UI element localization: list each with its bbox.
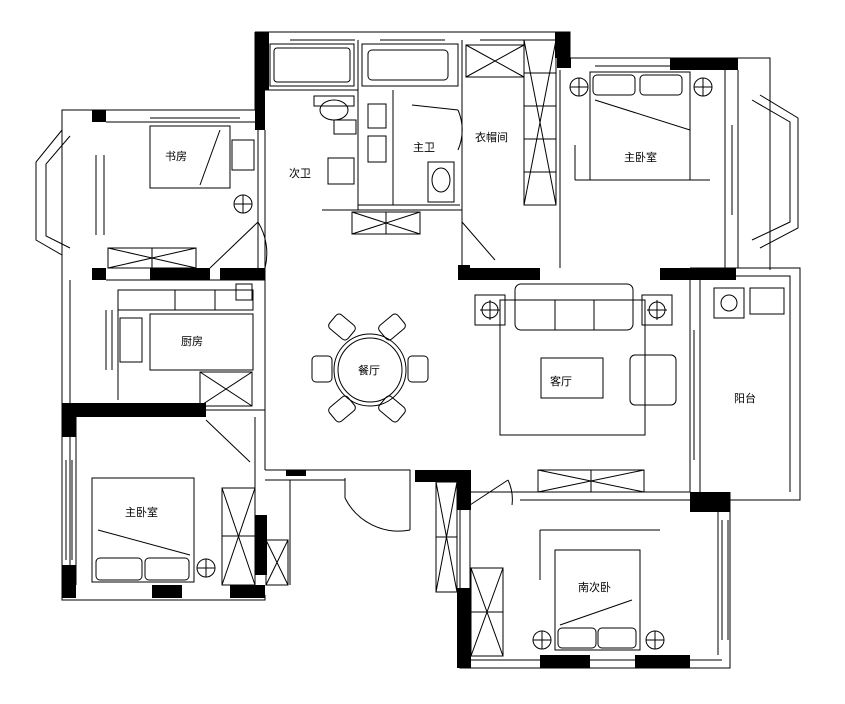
label-balcony: 阳台 bbox=[734, 391, 756, 405]
windows bbox=[65, 31, 733, 640]
lamp-living-left bbox=[474, 294, 506, 326]
lamp-study bbox=[233, 194, 253, 214]
label-study: 书房 bbox=[165, 150, 187, 163]
lamp-master-ne-left bbox=[569, 77, 589, 97]
label-dining: 餐厅 bbox=[358, 363, 380, 377]
lamp-south-left bbox=[532, 630, 552, 650]
room-labels: 书房 次卫 主卫 衣帽间 主卧室 厨房 餐厅 客厅 阳台 主卧室 南次卧 bbox=[125, 130, 756, 594]
doors bbox=[205, 104, 513, 532]
outer-walls bbox=[35, 31, 801, 669]
living-furniture bbox=[499, 283, 785, 436]
lamp-living-right bbox=[641, 294, 673, 326]
bath-fixtures bbox=[269, 43, 459, 203]
kitchen-fixtures bbox=[117, 283, 254, 407]
dining-set bbox=[311, 313, 429, 423]
solid-walls bbox=[62, 32, 738, 668]
beds bbox=[91, 71, 710, 651]
lamp-south-right bbox=[645, 630, 665, 650]
label-master-bedroom-ne: 主卧室 bbox=[624, 150, 657, 164]
interior-partitions bbox=[75, 40, 739, 655]
label-living: 客厅 bbox=[550, 374, 572, 388]
label-kitchen: 厨房 bbox=[181, 335, 203, 348]
label-walk-in-closet: 衣帽间 bbox=[475, 130, 508, 144]
lamp-sw bbox=[196, 558, 216, 578]
label-master-bedroom-sw: 主卧室 bbox=[125, 505, 158, 519]
lamps bbox=[196, 77, 713, 650]
label-master-bath: 主卫 bbox=[413, 141, 435, 154]
lamp-master-ne-right bbox=[693, 77, 713, 97]
storage-cabinets bbox=[107, 39, 645, 657]
label-south-second-bedroom: 南次卧 bbox=[578, 580, 611, 594]
label-second-bath: 次卫 bbox=[289, 166, 311, 180]
